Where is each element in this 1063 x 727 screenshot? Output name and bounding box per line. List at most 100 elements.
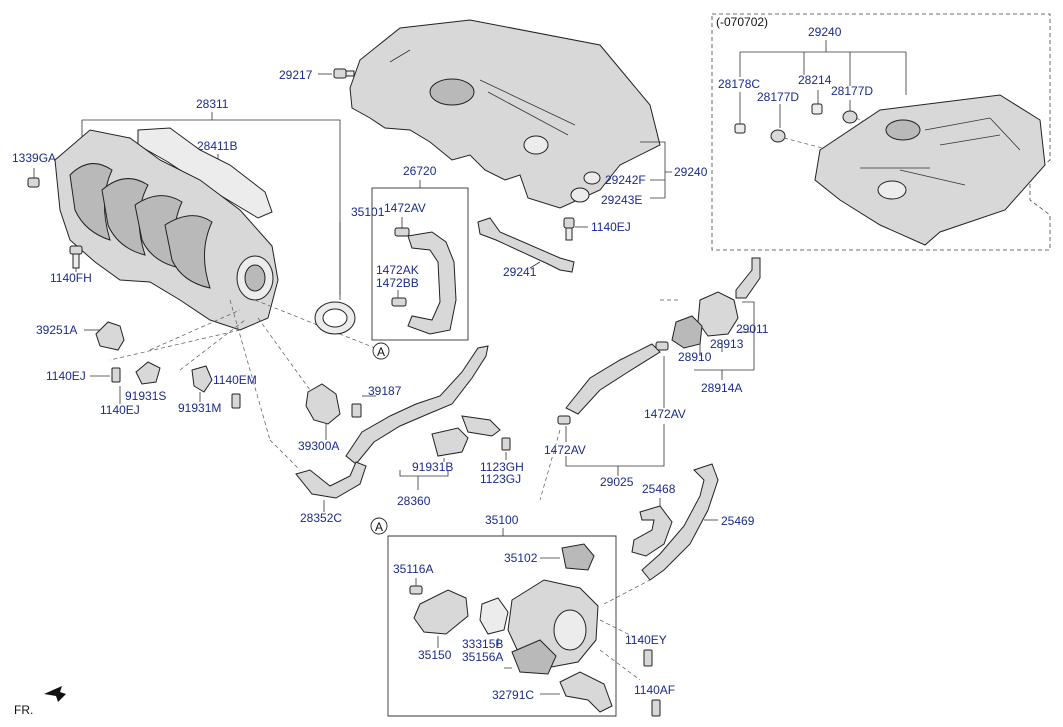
variant-note: (-070702) [716,15,768,29]
callout-39187[interactable]: 39187 [368,384,402,398]
callout-1472AV-b[interactable]: 1472AV [644,407,686,421]
callout-32791C[interactable]: 32791C [492,688,534,702]
clamp-1472AV-c [557,415,571,425]
grommet-28178C [734,123,746,134]
callout-29217[interactable]: 29217 [279,68,313,82]
callout-1123GJ[interactable]: 1123GJ [480,472,521,486]
callout-1472AV-a[interactable]: 1472AV [384,201,426,215]
callout-1140EM[interactable]: 1140EM [213,373,257,387]
engine-cover [349,19,661,209]
callout-29242F[interactable]: 29242F [605,173,646,187]
callout-91931S[interactable]: 91931S [125,389,166,403]
callout-28914A[interactable]: 28914A [701,381,742,395]
callout-28178C[interactable]: 28178C [718,77,760,91]
breather-28910 [671,315,703,349]
reference-marker-a-top [372,342,390,360]
callout-35100[interactable]: 35100 [485,513,519,527]
clamp-1472AK [391,297,407,307]
callout-29025[interactable]: 29025 [600,475,634,489]
callout-1140EJ-a[interactable]: 1140EJ [591,220,631,234]
callout-28913[interactable]: 28913 [710,337,744,351]
callout-26720[interactable]: 26720 [403,164,437,178]
callout-39251A[interactable]: 39251A [36,323,77,337]
hose-26720 [407,231,457,335]
callout-29241[interactable]: 29241 [503,265,537,279]
grommet-29243E [570,187,590,203]
front-arrow-icon [44,686,66,702]
sensor-35102 [561,543,595,571]
callout-1140FH[interactable]: 1140FH [50,271,92,285]
callout-28177D-a[interactable]: 28177D [757,90,799,104]
callout-1339GA[interactable]: 1339GA [12,151,56,165]
callout-1123GH[interactable]: 1123GH [480,460,524,474]
callout-29240-inset[interactable]: 29240 [808,25,842,39]
engine-cover-group: 29217 29240 29242F 29243E 1140EJ 29241 [279,19,708,279]
callout-1140EJ-c[interactable]: 1140EJ [100,403,140,417]
callout-29243E[interactable]: 29243E [601,193,642,207]
pipe-28360 [345,345,489,465]
intake-manifold-group: 28311 28411B 1339GA 1140FH [12,97,381,441]
hose-29025-group: 1472AV 1472AV 29025 [539,299,686,501]
callout-33315B[interactable]: 33315B [462,637,503,651]
bolt-1123GH [501,437,511,451]
cover-oil-cap-recess [885,119,921,141]
callout-39300A[interactable]: 39300A [298,439,339,453]
bolt-1140AF [651,699,661,717]
callout-25469[interactable]: 25469 [721,514,755,528]
callout-28360[interactable]: 28360 [397,494,431,508]
bracket-32791C [559,671,613,713]
callout-35156A[interactable]: 35156A [462,650,503,664]
nut-1339GA [27,177,40,188]
callout-35116A[interactable]: 35116A [393,562,433,576]
callout-1140EJ-b[interactable]: 1140EJ [46,369,86,383]
bolt-1140FH [69,245,83,269]
screw-35116A [409,585,423,595]
callout-1140AF[interactable]: 1140AF [634,683,675,697]
gasket-33315B [479,597,509,635]
callout-91931B[interactable]: 91931B [412,460,453,474]
bracket-29241 [477,217,575,273]
reference-marker-a-top-label: A [377,345,385,359]
pcv-group: 29011 28913 28910 28914A [671,257,769,395]
callout-35102[interactable]: 35102 [504,551,538,565]
bolt-1140EM [231,393,241,409]
bracket-39251A [95,321,125,351]
callout-29011[interactable]: 29011 [736,322,769,336]
callout-1472AK[interactable]: 1472AK [376,263,419,277]
callout-28411B[interactable]: 28411B [197,139,237,153]
hose-26720-group: 26720 1472AV 1472AK 1472BB [371,164,469,341]
grommet-28177D-b [842,110,858,124]
sensor-bracket-group: 39251A 1140EJ 91931S 1140EJ 91931M 1140E… [36,309,402,471]
callout-1140EY[interactable]: 1140EY [625,633,667,647]
bracket-29011 [735,257,761,299]
cover-oil-cap-hole [429,78,475,106]
hose-28352C [295,461,367,499]
gasket-28411B [137,127,273,219]
gasket-35101-group: 35101 A [314,205,390,360]
callout-28352C[interactable]: 28352C [300,511,342,525]
hose-29025 [565,343,661,415]
callout-25468[interactable]: 25468 [642,482,676,496]
grommet-29242F [583,171,601,185]
front-label: FR. [14,703,33,717]
throttle-body-group: 35100 A 35102 35116A 35150 33315B 35156A… [370,513,675,717]
callout-28177D-b[interactable]: 28177D [831,84,873,98]
callout-35101[interactable]: 35101 [351,205,385,219]
callout-35150[interactable]: 35150 [418,648,452,662]
callout-28214[interactable]: 28214 [798,73,832,87]
sensor-39300A [305,383,341,425]
reference-marker-a-bottom-label: A [375,520,383,534]
bracket-91931B [431,427,469,457]
bolt-1140EJ-cover [563,217,575,241]
grommet-28214 [811,103,823,115]
callout-91931M[interactable]: 91931M [178,401,221,415]
callout-28311[interactable]: 28311 [196,97,229,111]
callout-1472BB[interactable]: 1472BB [376,276,419,290]
alternate-engine-cover-inset: (-070702) 29240 28178C 28214 28177D 2817… [711,13,1051,251]
bolt-1140EY [643,649,653,667]
callout-28910[interactable]: 28910 [678,350,712,364]
callout-1472AV-c[interactable]: 1472AV [544,443,586,457]
coolant-hose-group: 25468 25469 [631,463,755,581]
callout-29240[interactable]: 29240 [674,165,708,179]
